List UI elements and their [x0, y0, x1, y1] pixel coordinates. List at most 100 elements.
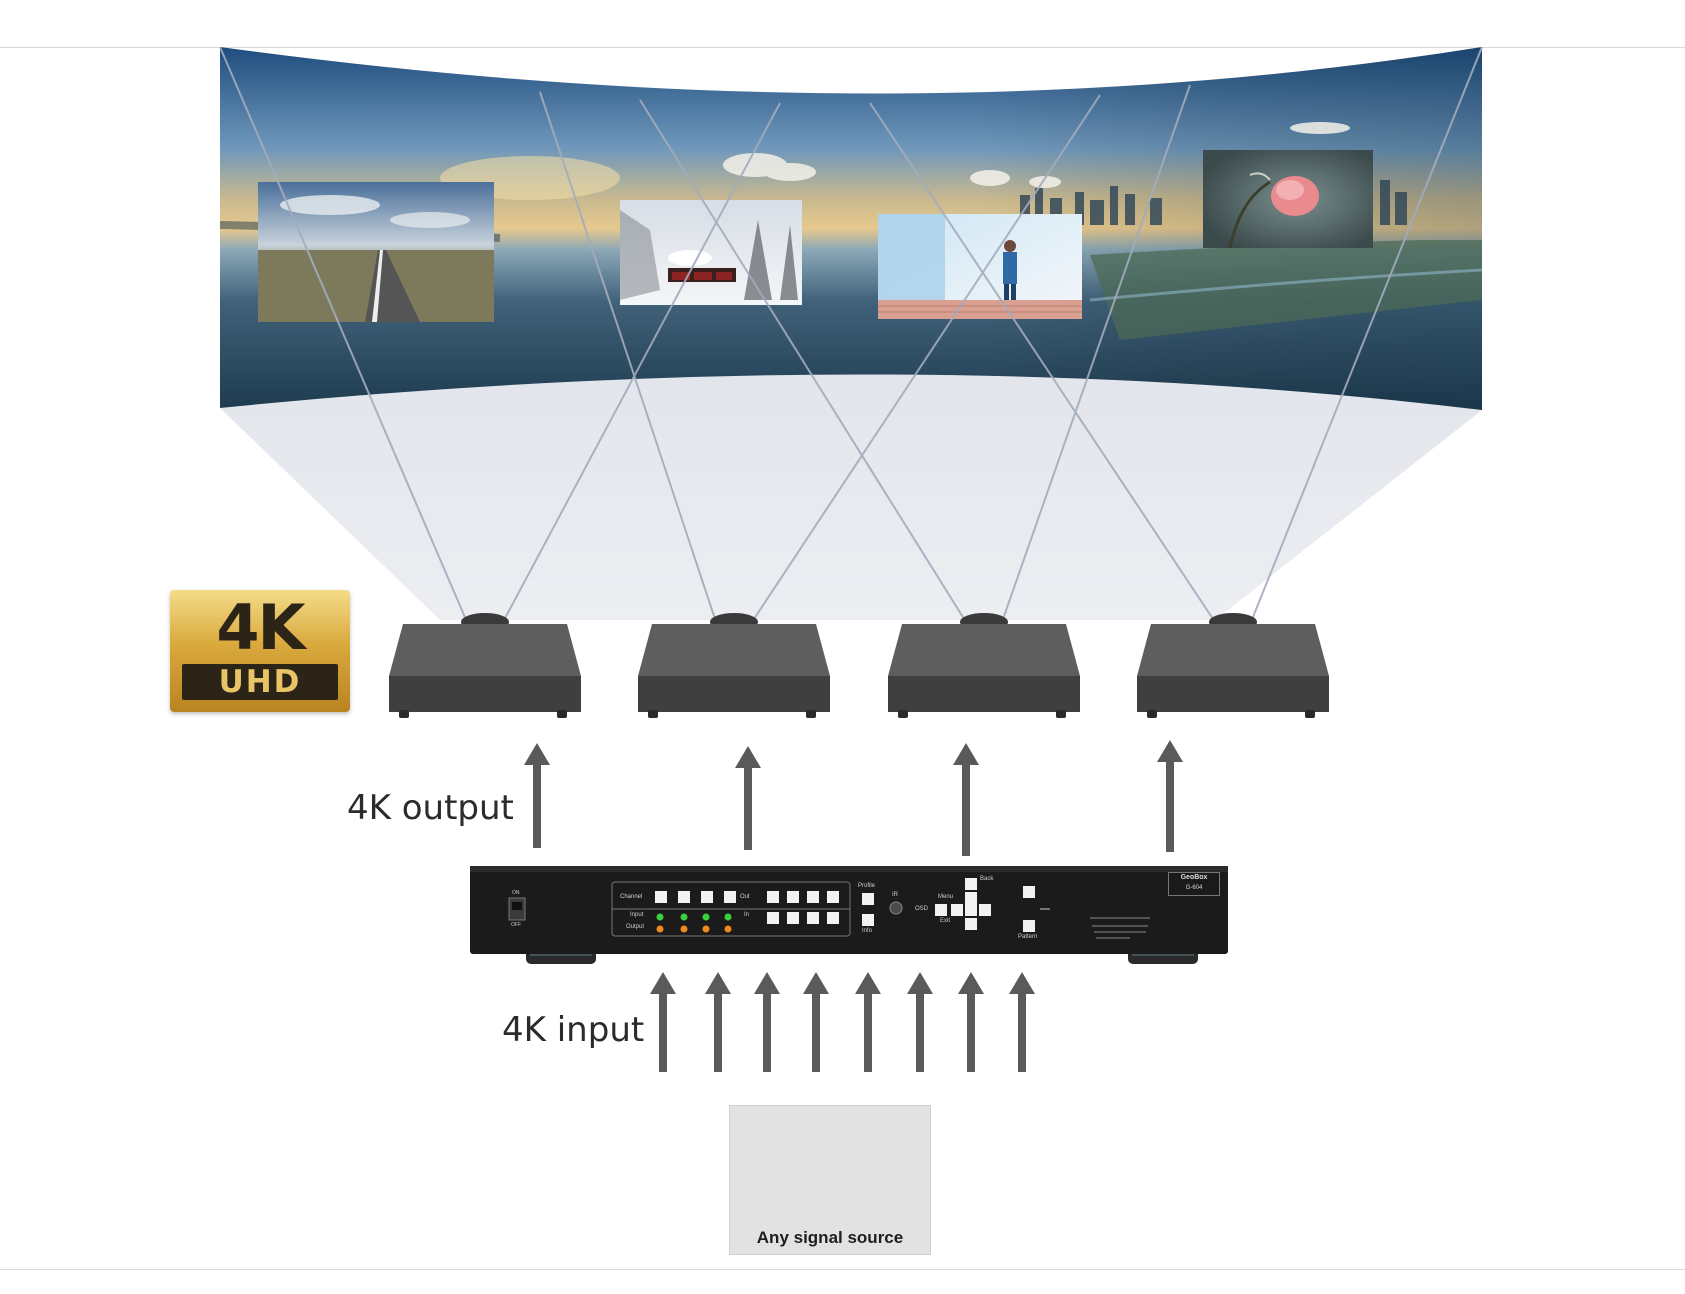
arrow-head [754, 972, 780, 994]
inset-road [258, 182, 494, 322]
channel-button [724, 891, 736, 903]
output-led [724, 925, 732, 933]
video-processor [470, 866, 1228, 964]
badge-uhd-text: UHD [182, 664, 338, 700]
panel-label-exit: Exit [940, 918, 951, 924]
arrow-head [953, 743, 979, 765]
input-arrow-4 [803, 972, 829, 1072]
input-arrow-8 [1009, 972, 1035, 1072]
input-arrow-2 [705, 972, 731, 1072]
projector-front [389, 676, 581, 712]
panel-label-off: OFF [511, 922, 521, 928]
projector-foot [557, 710, 567, 718]
arrow-head [735, 746, 761, 768]
beam-line [1001, 84, 1191, 623]
arrow-shaft [533, 761, 541, 848]
beam-line [219, 46, 468, 623]
bottom-divider [0, 1269, 1685, 1270]
output-label: 4K output [347, 788, 514, 828]
panel-label-in: In [744, 912, 750, 918]
panel-label-input: Input [630, 912, 644, 918]
panel-label-ir: IR [892, 892, 898, 898]
source-caption: Any signal source [756, 1228, 904, 1247]
arrow-head [907, 972, 933, 994]
badge-4k-text: 4K [216, 591, 305, 664]
input-led [702, 913, 710, 921]
projector-front [1137, 676, 1329, 712]
signal-source-panel: Any signal source [729, 1105, 931, 1255]
arrow-shaft [744, 764, 752, 850]
panel-label-osd: OSD [915, 906, 929, 912]
arrow-head [1009, 972, 1035, 994]
projector-4 [1137, 613, 1329, 718]
arrow-shaft [967, 990, 975, 1072]
projector-front [638, 676, 830, 712]
arrow-shaft [714, 990, 722, 1072]
arrow-shaft [916, 990, 924, 1072]
arrow-head [958, 972, 984, 994]
output-arrow-3 [953, 743, 979, 856]
panel-label-channel: Channel [620, 894, 643, 900]
projector-foot [648, 710, 658, 718]
projector-foot [806, 710, 816, 718]
arrow-head [650, 972, 676, 994]
panel-label-out: Out [740, 894, 750, 900]
projector-foot [1147, 710, 1157, 718]
beam-line [869, 102, 1216, 623]
channel-button [701, 891, 713, 903]
output-button [827, 891, 839, 903]
arrow-shaft [763, 990, 771, 1072]
output-button [787, 891, 799, 903]
output-arrow-2 [735, 746, 761, 850]
inset-businessman [878, 214, 1082, 319]
processor-brand-plate: GeoBox G-604 [1168, 872, 1220, 896]
input-arrow-6 [907, 972, 933, 1072]
input-button [787, 912, 799, 924]
projector-foot [898, 710, 908, 718]
panel-label-profile: Profile [858, 883, 876, 889]
arrow-shaft [1018, 990, 1026, 1072]
panel-label-output: Output [626, 924, 645, 930]
arrow-head [803, 972, 829, 994]
arrow-shaft [962, 761, 970, 856]
projector-foot [1056, 710, 1066, 718]
arrow-head [705, 972, 731, 994]
projector-foot [1305, 710, 1315, 718]
panel-label-info: Info [862, 928, 873, 934]
projector-top [389, 624, 581, 676]
input-button [807, 912, 819, 924]
input-button [767, 912, 779, 924]
output-arrow-4 [1157, 740, 1183, 852]
projector-front [888, 676, 1080, 712]
output-button [767, 891, 779, 903]
inset-flower [1203, 150, 1373, 249]
beam-line [502, 102, 781, 623]
top-divider [0, 47, 1685, 48]
input-arrow-1 [650, 972, 676, 1072]
arrow-shaft [864, 990, 872, 1072]
projector-foot [399, 710, 409, 718]
projector-1 [389, 613, 581, 718]
4k-uhd-badge: 4K UHD [170, 590, 350, 712]
arrow-shaft [659, 990, 667, 1072]
beam-line [539, 91, 717, 623]
panel-label-menu: Menu [938, 894, 954, 900]
input-led [656, 913, 664, 921]
arrow-head [1157, 740, 1183, 762]
projector-2 [638, 613, 830, 718]
channel-button [678, 891, 690, 903]
output-arrow-1 [524, 743, 550, 848]
projector-top [638, 624, 830, 676]
projector-3 [888, 613, 1080, 718]
input-arrow-3 [754, 972, 780, 1072]
beam-line [751, 94, 1101, 623]
arrow-shaft [1166, 758, 1174, 852]
panel-label-on: ON [512, 890, 520, 896]
input-led [680, 913, 688, 921]
input-arrow-5 [855, 972, 881, 1072]
input-led [724, 913, 732, 921]
output-led [702, 925, 710, 933]
channel-button [655, 891, 667, 903]
